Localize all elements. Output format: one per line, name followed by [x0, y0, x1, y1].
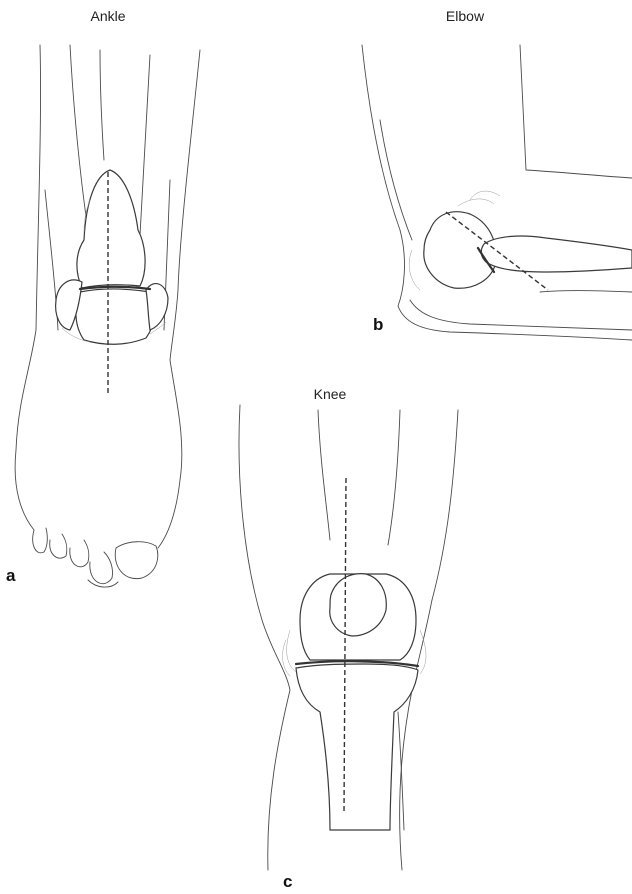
knee-illustration	[239, 405, 458, 870]
elbow-illustration	[362, 45, 632, 340]
ankle-illustration	[15, 45, 200, 587]
